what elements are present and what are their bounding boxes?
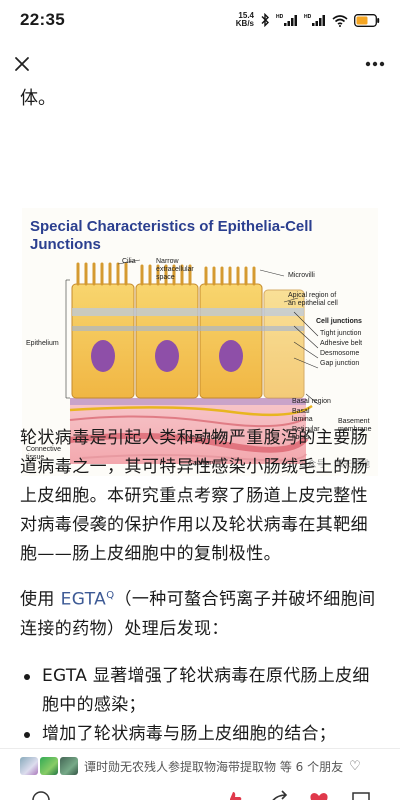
like-icon[interactable] xyxy=(222,789,244,800)
paragraph-egta-rest: （一种可螯合钙离子并破坏细胞间连接的药物）处理后发现： xyxy=(20,589,376,639)
label-apical-region: Apical region of an epithelial cell xyxy=(288,292,338,307)
avatar xyxy=(20,757,38,775)
epithelia-junction-figure[interactable]: Special Characteristics of Epithelia-Cel… xyxy=(22,208,378,476)
friends-like-text: 谭时勋无农残人参提取物海带提取物 等 6 个朋友 xyxy=(84,759,344,774)
label-basal-region: Basal region xyxy=(292,398,331,405)
label-basement-membrane: Basement membrane xyxy=(338,418,372,433)
network-speed: 15.4 KB/s xyxy=(236,12,254,28)
svg-text:HD: HD xyxy=(276,14,284,20)
article-nav-bar xyxy=(0,44,400,84)
paragraph-egta-prefix: 使用 xyxy=(20,589,61,610)
figure-watermark: 公众号 · 谭天悦地 xyxy=(298,460,370,470)
label-cilia: Cilia xyxy=(122,258,136,265)
signal-hd-icon: HD xyxy=(304,13,326,27)
list-item: EGTA 显著增强了轮状病毒在原代肠上皮细胞中的感染； xyxy=(20,662,382,720)
comment-icon[interactable] xyxy=(30,789,52,800)
friends-like-row[interactable]: 谭时勋无农残人参提取物海带提取物 等 6 个朋友 ♡ xyxy=(20,757,388,775)
label-desmosome: Desmosome xyxy=(320,350,360,357)
findings-list: EGTA 显著增强了轮状病毒在原代肠上皮细胞中的感染； 增加了轮状病毒与肠上皮细… xyxy=(20,662,382,744)
avatar xyxy=(40,757,58,775)
epithelium-illustration xyxy=(65,259,319,464)
label-microvilli: Microvilli xyxy=(288,272,315,279)
label-epithelium: Epithelium xyxy=(26,340,59,347)
more-icon[interactable] xyxy=(360,52,390,76)
label-basal-lamina: Basal lamina xyxy=(292,408,313,423)
list-item: 增加了轮状病毒与肠上皮细胞的结合； xyxy=(20,720,382,744)
article-body[interactable]: 体。 Special Characteristics of Epithelia-… xyxy=(0,84,400,744)
status-icons: 15.4 KB/s HD HD xyxy=(236,12,380,28)
egta-search-link[interactable]: EGTA xyxy=(60,589,107,610)
paragraph-intro: 轮状病毒是引起人类和动物严重腹泻的主要肠道病毒之一，其可特异性感染小肠绒毛上的肠… xyxy=(20,428,368,564)
wifi-icon xyxy=(332,14,348,27)
previous-text-fragment: 体。 xyxy=(20,88,56,109)
label-capillary: Capillary xyxy=(188,460,216,467)
favorite-heart-icon[interactable] xyxy=(308,789,330,800)
figure-title: Special Characteristics of Epithelia-Cel… xyxy=(30,218,313,253)
network-speed-value: 15.4 xyxy=(238,11,254,20)
status-time: 22:35 xyxy=(20,10,65,29)
label-tight-junction: Tight junction xyxy=(320,330,362,337)
paragraph-egta: 使用 EGTAQ（一种可螯合钙离子并破坏细胞间连接的药物）处理后发现： xyxy=(20,581,382,644)
share-icon[interactable] xyxy=(268,789,290,800)
status-bar: 22:35 15.4 KB/s HD HD xyxy=(0,0,400,40)
friend-avatars xyxy=(20,757,78,775)
avatar xyxy=(60,757,78,775)
heart-icon: ♡ xyxy=(349,758,361,774)
close-icon[interactable] xyxy=(10,52,34,76)
search-icon[interactable]: Q xyxy=(106,590,115,601)
signal-hd-icon: HD xyxy=(276,13,298,27)
comment-bubble-icon[interactable] xyxy=(350,789,372,800)
bluetooth-icon xyxy=(260,13,270,27)
svg-text:HD: HD xyxy=(304,14,312,20)
label-connective-tissue: Connective tissue xyxy=(26,446,62,461)
label-gap-junction: Gap junction xyxy=(320,360,360,367)
label-adhesive-belt: Adhesive belt xyxy=(320,340,363,347)
label-nerve-ending: Nerve ending xyxy=(186,434,228,441)
bottom-bar: 谭时勋无农残人参提取物海带提取物 等 6 个朋友 ♡ xyxy=(0,748,400,800)
label-narrow-space: Narrow extracellular space xyxy=(156,258,194,281)
battery-icon xyxy=(354,13,380,27)
label-cell-junctions: Cell junctions xyxy=(316,318,362,325)
action-bar xyxy=(0,789,400,800)
network-speed-unit: KB/s xyxy=(235,19,254,28)
label-reticular-fibers: Reticular fibers xyxy=(292,426,320,441)
